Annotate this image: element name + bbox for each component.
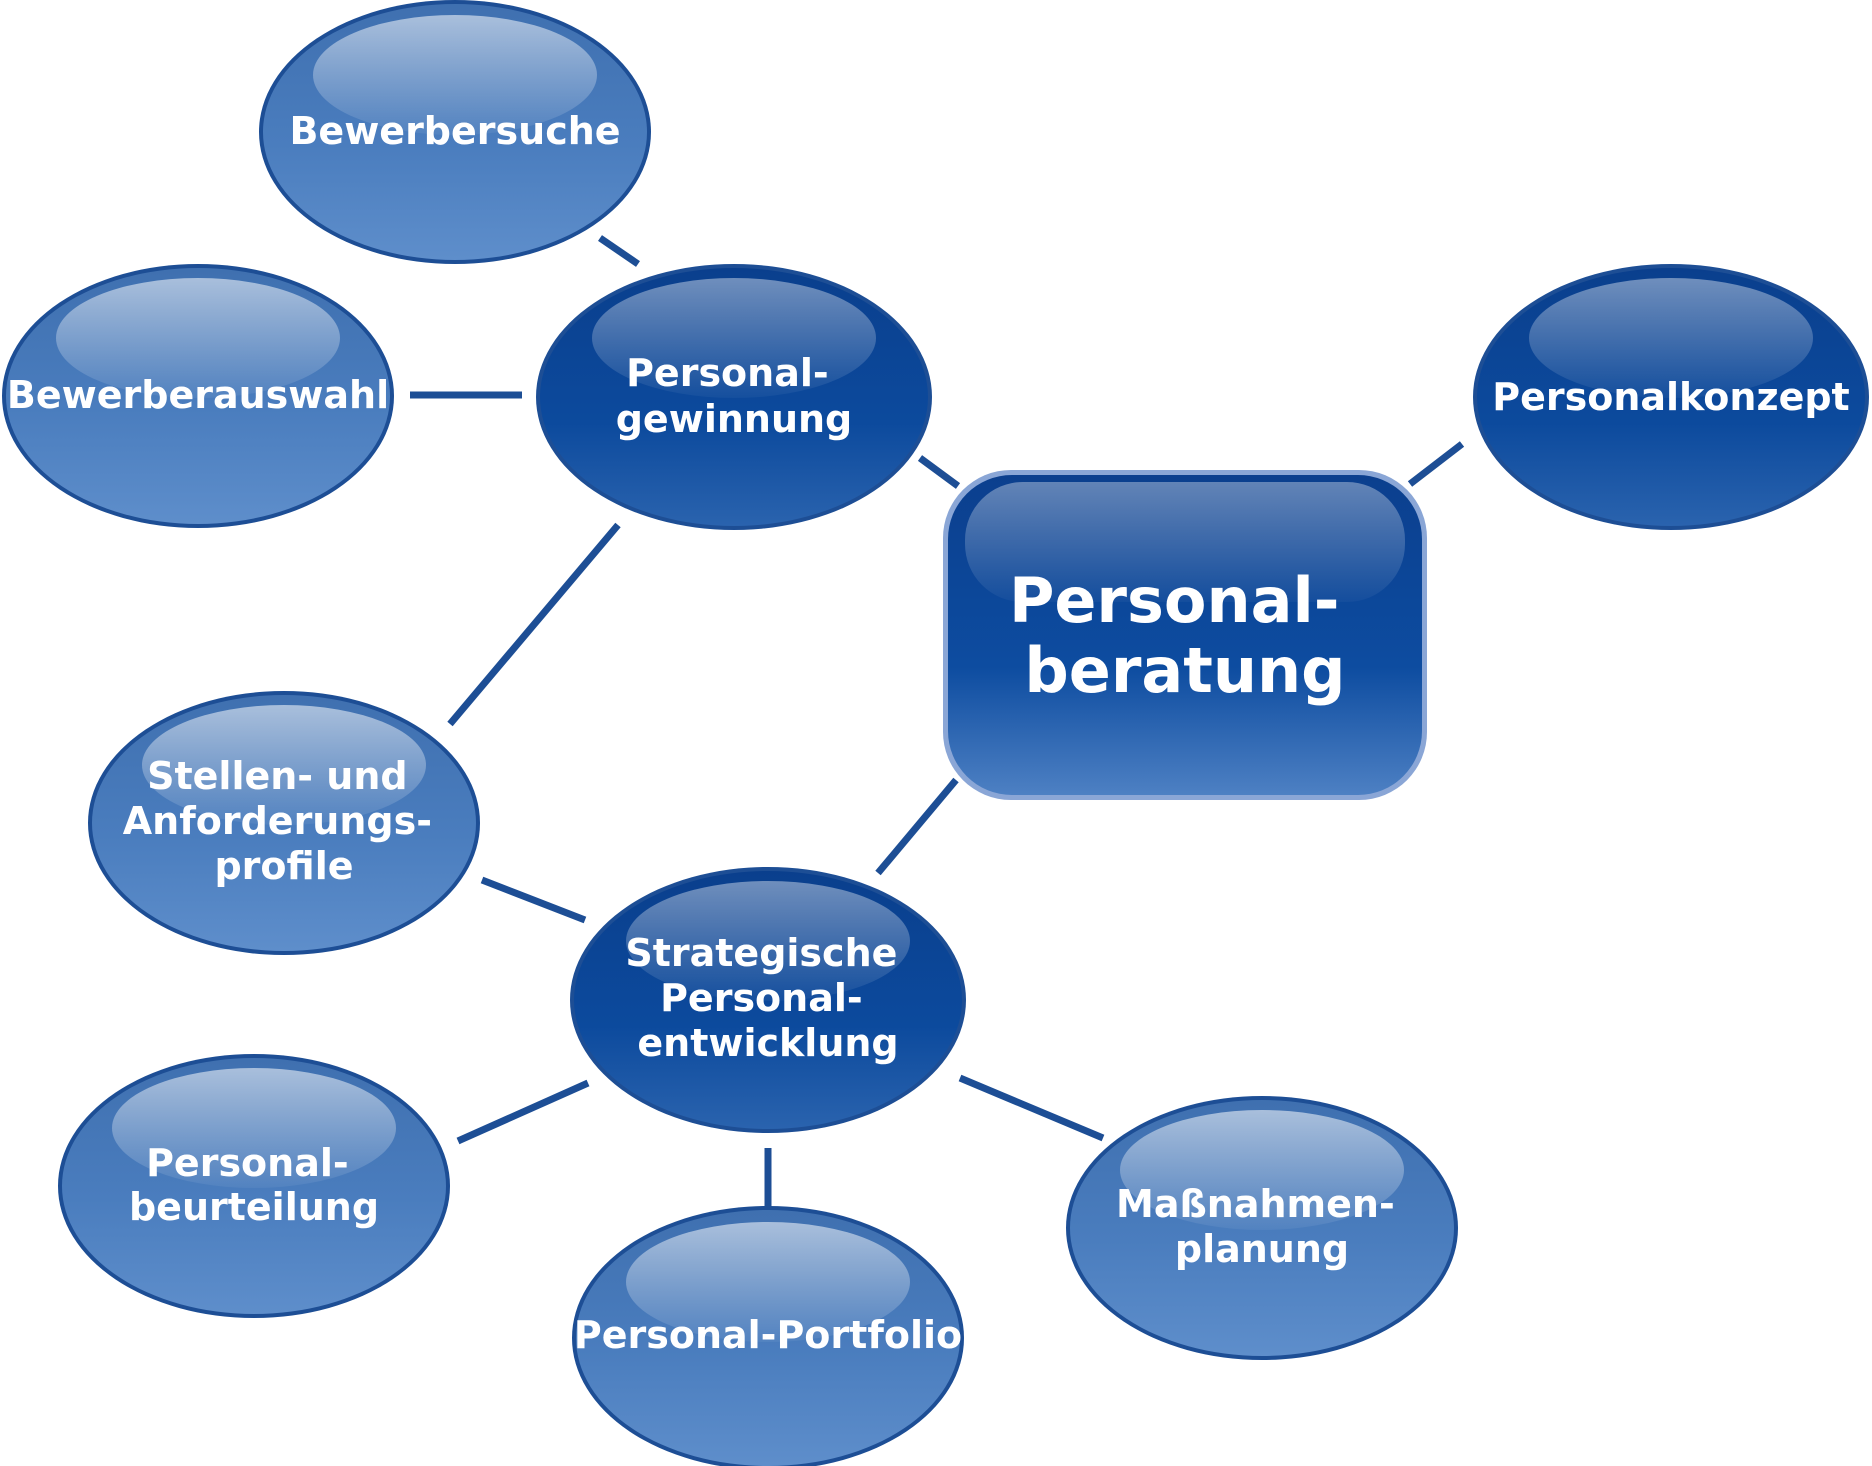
bewerbersuche-line-1: Bewerbersuche (289, 109, 620, 153)
node-massnahmen: Maßnahmen- planung (1066, 1096, 1458, 1360)
node-label-personalbeurteilung: Personal- beurteilung (129, 1141, 379, 1229)
massnahmen-line-2: planung (1175, 1227, 1349, 1271)
edge-stellen-entwicklung (480, 876, 587, 924)
personalentwicklung-line-2: Personal- (660, 976, 863, 1020)
node-label-bewerbersuche: Bewerbersuche (289, 109, 620, 153)
edge-gewinnung-center (917, 455, 961, 489)
personalentwicklung-line-1: Strategische (625, 931, 897, 975)
node-bewerbersuche: Bewerbersuche (259, 0, 651, 264)
node-portfolio: Personal-Portfolio (572, 1206, 964, 1466)
edge-gewinnung-stellen (447, 522, 621, 727)
stellenprofile-line-1: Stellen- und (147, 754, 408, 798)
node-personalgewinnung: Personal- gewinnung (536, 264, 932, 530)
node-personalentwicklung: Strategische Personal- entwicklung (570, 867, 966, 1133)
node-personalkonzept: Personalkonzept (1473, 264, 1869, 530)
edge-bewerbersuche (598, 235, 640, 267)
node-label-portfolio: Personal-Portfolio (574, 1313, 962, 1357)
edge-beurteilung (456, 1079, 590, 1145)
personalentwicklung-line-3: entwicklung (637, 1021, 898, 1065)
node-label-personalentwicklung: Strategische Personal- entwicklung (625, 931, 910, 1065)
massnahmen-line-1: Maßnahmen- (1116, 1182, 1395, 1226)
node-label-bewerberauswahl: Bewerberauswahl (7, 373, 389, 417)
stellenprofile-line-3: profile (214, 844, 353, 888)
edge-personalkonzept (1407, 441, 1465, 487)
center-line-1: Personal- (1009, 564, 1340, 637)
personalbeurteilung-line-1: Personal- (146, 1141, 349, 1185)
center-label: Personal- beratung (1009, 564, 1361, 707)
center-line-2: beratung (1024, 634, 1345, 707)
edges (410, 235, 1465, 1208)
node-personalberatung: Personal- beratung (943, 470, 1427, 800)
personalgewinnung-line-2: gewinnung (616, 397, 853, 441)
node-label-stellenprofile: Stellen- und Anforderungs- profile (123, 754, 446, 888)
node-personalbeurteilung: Personal- beurteilung (58, 1054, 450, 1318)
stellenprofile-line-2: Anforderungs- (123, 799, 432, 843)
node-stellenprofile: Stellen- und Anforderungs- profile (88, 691, 480, 955)
node-label-massnahmen: Maßnahmen- planung (1116, 1182, 1408, 1271)
portfolio-line-1: Personal-Portfolio (574, 1313, 962, 1357)
edge-massnahmen (958, 1074, 1105, 1142)
edge-center-entwicklung (875, 777, 959, 876)
personalbeurteilung-line-2: beurteilung (129, 1185, 379, 1229)
personalkonzept-line-1: Personalkonzept (1492, 375, 1849, 419)
node-label-personalkonzept: Personalkonzept (1492, 375, 1849, 419)
bewerberauswahl-line-1: Bewerberauswahl (7, 373, 389, 417)
node-label-personalgewinnung: Personal- gewinnung (616, 351, 853, 441)
node-bewerberauswahl: Bewerberauswahl (2, 264, 394, 528)
personalgewinnung-line-1: Personal- (626, 351, 829, 395)
